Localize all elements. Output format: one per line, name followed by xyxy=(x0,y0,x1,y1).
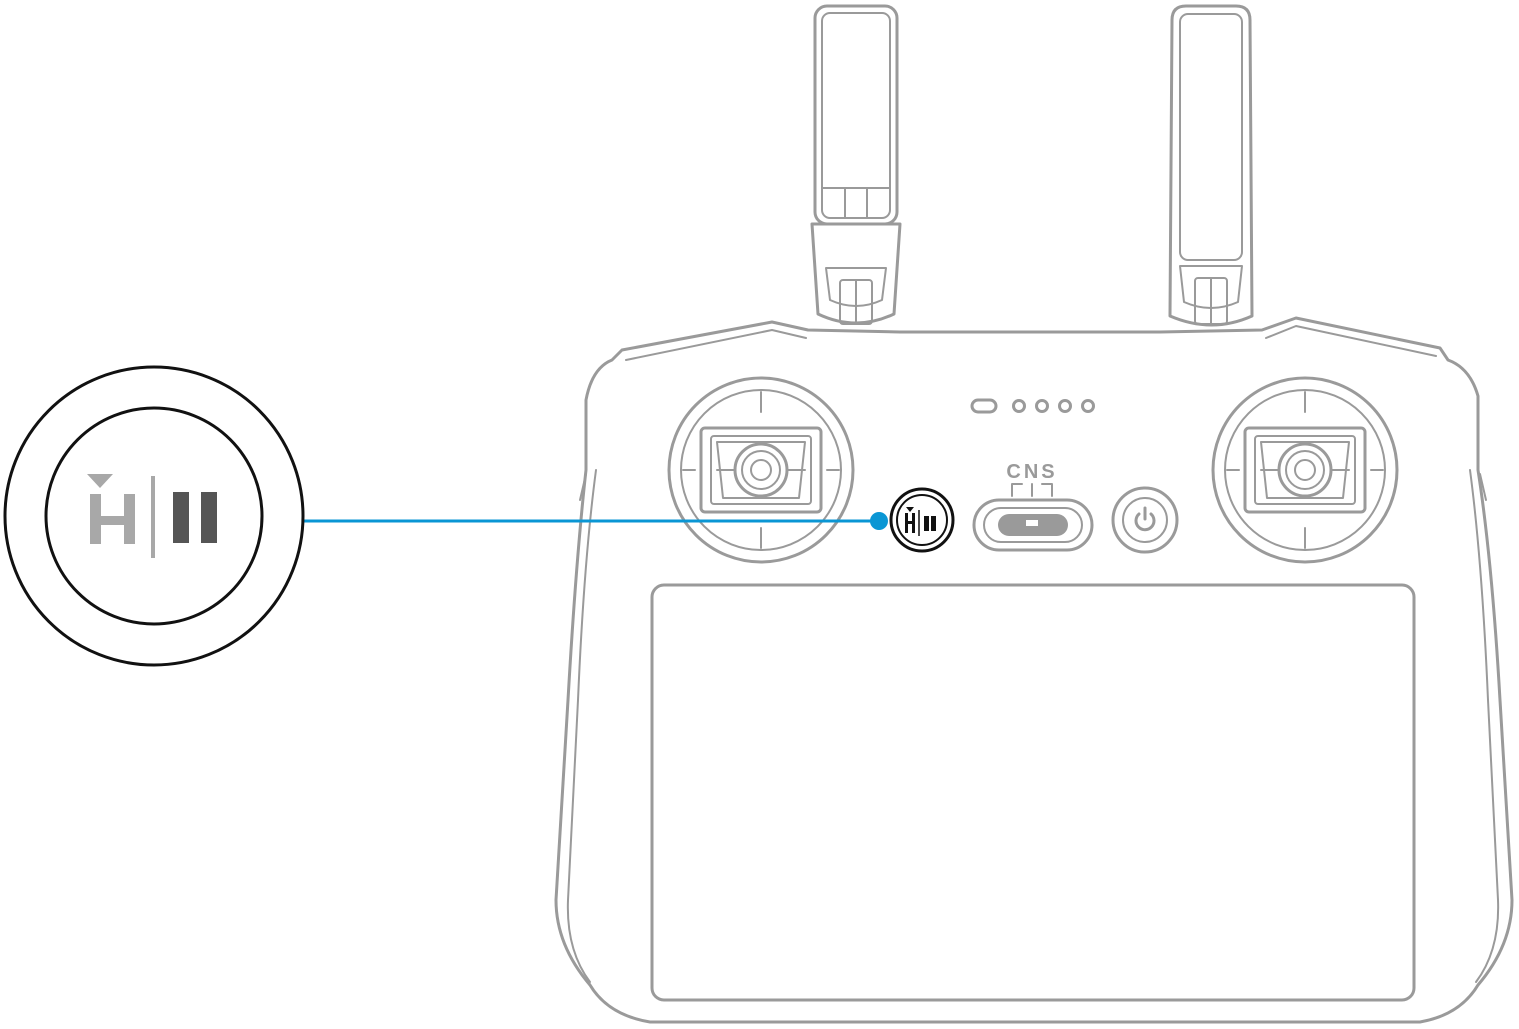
right-antenna xyxy=(1168,4,1254,327)
controller-body xyxy=(554,316,1514,1024)
rth-pause-small-icon xyxy=(905,507,936,536)
left-antenna xyxy=(810,4,902,325)
return-home-icon xyxy=(87,474,113,488)
button-detail-callout xyxy=(3,365,305,667)
pause-icon xyxy=(173,492,217,543)
power-button[interactable] xyxy=(1111,486,1179,554)
left-control-stick[interactable] xyxy=(667,376,855,564)
touch-screen[interactable] xyxy=(650,583,1416,1002)
flight-mode-label: CNS xyxy=(1006,461,1057,483)
power-icon xyxy=(1134,506,1156,532)
pause-flight-button[interactable] xyxy=(889,487,955,553)
battery-level-led-icon xyxy=(970,398,1095,414)
right-control-stick[interactable] xyxy=(1211,376,1399,564)
callout-leader xyxy=(302,512,888,530)
rth-pause-icon xyxy=(87,474,217,558)
flight-mode-switch[interactable]: CNS xyxy=(972,461,1094,552)
